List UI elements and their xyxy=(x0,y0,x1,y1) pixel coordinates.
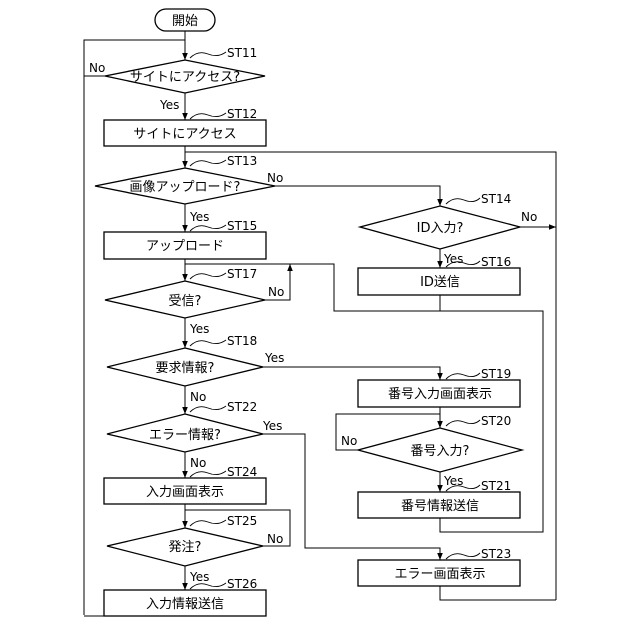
st11-leader xyxy=(190,52,226,58)
node-st20-decision: 番号入力? xyxy=(358,428,522,472)
st12-leader xyxy=(190,113,226,119)
st13-label: 画像アップロード? xyxy=(130,180,241,195)
st26-step: ST26 xyxy=(227,577,257,591)
st24-leader xyxy=(190,471,226,477)
st18-label: 要求情報? xyxy=(156,361,215,376)
node-st11-decision: サイトにアクセス? xyxy=(105,60,265,93)
node-st13-decision: 画像アップロード? xyxy=(95,168,275,204)
node-st16-process: ID送信 xyxy=(358,268,520,295)
st17-no-label: No xyxy=(268,285,284,299)
st19-label: 番号入力画面表示 xyxy=(388,387,492,402)
st13-step: ST13 xyxy=(227,154,257,168)
st14-yes-label: Yes xyxy=(443,252,463,266)
st19-step: ST19 xyxy=(481,367,511,381)
node-st23-process: エラー画面表示 xyxy=(358,560,520,586)
st13-leader xyxy=(190,160,226,166)
st21-label: 番号情報送信 xyxy=(401,499,479,514)
st25-leader xyxy=(190,520,226,526)
st22-yes-label: Yes xyxy=(262,419,282,433)
st23-label: エラー画面表示 xyxy=(394,567,485,582)
st11-no-label: No xyxy=(89,61,105,75)
st14-leader xyxy=(446,198,480,204)
node-st12-process: サイトにアクセス xyxy=(104,120,266,146)
st12-label: サイトにアクセス xyxy=(133,127,236,142)
st25-no-label: No xyxy=(267,532,283,546)
st13-no-label: No xyxy=(267,171,283,185)
st26-label: 入力情報送信 xyxy=(146,597,224,612)
st24-label: 入力画面表示 xyxy=(146,485,224,500)
st24-step: ST24 xyxy=(227,465,257,479)
st11-yes-label: Yes xyxy=(159,98,179,112)
st21-step: ST21 xyxy=(481,479,511,493)
node-st15-process: アップロード xyxy=(104,232,266,259)
st22-label: エラー情報? xyxy=(149,428,221,443)
node-st19-process: 番号入力画面表示 xyxy=(358,380,520,407)
st20-label: 番号入力? xyxy=(411,444,470,459)
st25-label: 発注? xyxy=(169,540,202,555)
st20-yes-label: Yes xyxy=(443,474,463,488)
st16-label: ID送信 xyxy=(420,275,460,290)
st14-label: ID入力? xyxy=(417,221,464,236)
node-st18-decision: 要求情報? xyxy=(107,348,263,386)
node-st24-process: 入力画面表示 xyxy=(104,478,266,504)
st23-step: ST23 xyxy=(481,547,511,561)
st17-yes-label: Yes xyxy=(189,322,209,336)
st18-leader xyxy=(190,340,226,346)
st23-leader xyxy=(446,553,480,559)
st22-no-label: No xyxy=(190,456,206,470)
st18-yes-label: Yes xyxy=(264,351,284,365)
st16-step: ST16 xyxy=(481,255,511,269)
node-st22-decision: エラー情報? xyxy=(107,414,263,452)
start-terminal: 開始 xyxy=(155,9,215,31)
st20-leader xyxy=(446,420,480,426)
node-st26-process: 入力情報送信 xyxy=(104,590,266,616)
st15-leader xyxy=(190,225,226,231)
st22-leader xyxy=(190,406,226,412)
node-st14-decision: ID入力? xyxy=(360,206,520,249)
st20-step: ST20 xyxy=(481,414,511,428)
edge-st13-no xyxy=(275,186,440,206)
st25-step: ST25 xyxy=(227,514,257,528)
st22-step: ST22 xyxy=(227,400,257,414)
st11-label: サイトにアクセス? xyxy=(130,70,240,85)
st17-label: 受信? xyxy=(169,294,202,309)
start-label: 開始 xyxy=(172,14,198,29)
st11-step: ST11 xyxy=(227,46,257,60)
st18-no-label: No xyxy=(190,390,206,404)
node-st25-decision: 発注? xyxy=(107,528,263,566)
node-st17-decision: 受信? xyxy=(105,281,265,318)
st18-step: ST18 xyxy=(227,334,257,348)
st13-yes-label: Yes xyxy=(189,210,209,224)
edge-st18-yes xyxy=(263,367,440,380)
st12-step: ST12 xyxy=(227,107,257,121)
edge-st23-out xyxy=(440,586,556,600)
st15-step: ST15 xyxy=(227,219,257,233)
st14-step: ST14 xyxy=(481,192,511,206)
st25-yes-label: Yes xyxy=(189,570,209,584)
st15-label: アップロード xyxy=(146,239,224,254)
connectors xyxy=(84,31,556,616)
st17-step: ST17 xyxy=(227,267,257,281)
node-st21-process: 番号情報送信 xyxy=(358,492,520,518)
st19-leader xyxy=(446,373,480,379)
st20-no-label: No xyxy=(341,434,357,448)
st14-no-label: No xyxy=(521,210,537,224)
st17-leader xyxy=(190,273,226,279)
